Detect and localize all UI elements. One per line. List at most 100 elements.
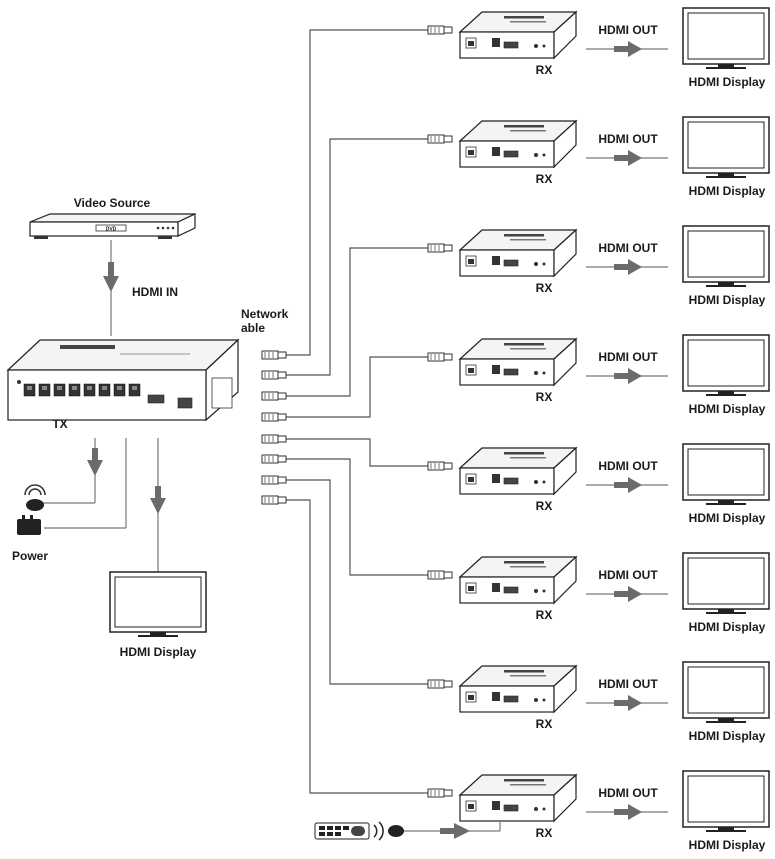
- hdmi-display-base: [706, 67, 746, 69]
- network-cable: [286, 499, 428, 794]
- rx-led: [492, 474, 500, 483]
- connector-plug: [277, 392, 287, 400]
- hdmi-display-label: HDMI Display: [689, 729, 766, 743]
- power-label: Power: [12, 549, 48, 563]
- rx-hdmi-port: [503, 150, 519, 158]
- rx-hdmi-port: [503, 477, 519, 485]
- rx-label: RX: [536, 63, 553, 77]
- connector-body: [427, 461, 445, 471]
- tx-label: TX: [52, 417, 67, 431]
- hdmi-display-screen: [687, 448, 765, 496]
- dvd-label: DVD: [106, 227, 117, 233]
- network-cable: [286, 356, 428, 418]
- rx-top-stripe: [510, 130, 546, 132]
- video-source-label: Video Source: [74, 196, 151, 210]
- rx-label: RX: [536, 281, 553, 295]
- rx-hdmi-port: [503, 804, 519, 812]
- rx-indicator: [542, 589, 546, 593]
- tx-cable-connector: [261, 495, 287, 505]
- rx-top-stripe: [504, 452, 544, 455]
- hdmi-display-base: [706, 176, 746, 178]
- hdmi-out-arrow-head: [628, 259, 642, 275]
- connector-body: [427, 134, 445, 144]
- tx-cable-connector: [261, 412, 287, 422]
- hdmi-display-base: [706, 503, 746, 505]
- hdmi-out-label: HDMI OUT: [598, 677, 658, 691]
- rx-label: RX: [536, 717, 553, 731]
- ir-signal-icon: [373, 821, 384, 841]
- rx-port-jack: [468, 586, 474, 591]
- hdmi-out-arrow-shaft: [614, 46, 628, 52]
- connector-body: [261, 454, 279, 464]
- connector-plug: [277, 371, 287, 379]
- hdmi-out-arrow-head: [628, 150, 642, 166]
- rx-top-stripe: [510, 675, 546, 677]
- network-cable: [286, 458, 428, 576]
- rx-indicator: [534, 153, 538, 157]
- ir-extender-icon: [388, 820, 501, 839]
- connector-body: [261, 475, 279, 485]
- hdmi-display-label: HDMI Display: [689, 75, 766, 89]
- hdmi-display-screen: [687, 339, 765, 387]
- tx-cable-connector: [261, 370, 287, 380]
- connector-plug: [277, 455, 287, 463]
- hdmi-display-label: HDMI Display: [689, 511, 766, 525]
- hdmi-display-screen: [687, 557, 765, 605]
- connector-body: [261, 412, 279, 422]
- hdmi-out-label: HDMI OUT: [598, 241, 658, 255]
- local-hdmi-display-label: HDMI Display: [120, 645, 197, 659]
- hdmi-display-base: [706, 721, 746, 723]
- connector-plug: [277, 435, 287, 443]
- rx-cable-connector: [427, 352, 453, 362]
- connector-body: [427, 352, 445, 362]
- rx-label: RX: [536, 608, 553, 622]
- hdmi-display-label: HDMI Display: [689, 184, 766, 198]
- network-cable-label-line1: Network: [241, 307, 289, 321]
- network-cable: [286, 438, 428, 467]
- hdmi-out-arrow-shaft: [614, 482, 628, 488]
- connector-body: [261, 391, 279, 401]
- hdmi-out-arrow-shaft: [614, 700, 628, 706]
- rx-led: [492, 801, 500, 810]
- connector-plug: [277, 413, 287, 421]
- rx-side: [553, 119, 577, 169]
- rx-indicator: [534, 589, 538, 593]
- hdmi-display-label: HDMI Display: [689, 402, 766, 416]
- network-cable-label-line2: able: [241, 321, 265, 335]
- rx-side: [553, 773, 577, 823]
- hdmi-out-arrow-shaft: [614, 809, 628, 815]
- hdmi-out-label: HDMI OUT: [598, 23, 658, 37]
- connector-body: [427, 788, 445, 798]
- rx-indicator: [542, 698, 546, 702]
- rx-port-jack: [468, 259, 474, 264]
- tx-port-pin: [72, 386, 77, 390]
- hdmi-display-neck: [718, 609, 734, 612]
- rx-side: [553, 664, 577, 714]
- network-cable: [286, 29, 428, 356]
- hdmi-display-neck: [718, 391, 734, 394]
- rx-cable-connector: [427, 243, 453, 253]
- connector-body: [427, 243, 445, 253]
- rx-cable-connector: [427, 25, 453, 35]
- hdmi-out-arrow-shaft: [614, 155, 628, 161]
- rx-hdmi-port: [503, 586, 519, 594]
- tx-port-pin: [42, 386, 47, 390]
- hdmi-display-base: [706, 830, 746, 832]
- hdmi-display-neck: [718, 718, 734, 721]
- rx-top-stripe: [504, 779, 544, 782]
- hdmi-display-screen: [687, 775, 765, 823]
- rx-side: [553, 555, 577, 605]
- rx-indicator: [534, 807, 538, 811]
- rx-side: [553, 337, 577, 387]
- rx-top-stripe: [510, 348, 546, 350]
- rx-top-stripe: [510, 21, 546, 23]
- connector-body: [261, 370, 279, 380]
- tx-port-pin: [132, 386, 137, 390]
- connector-plug: [443, 244, 453, 252]
- tx-cable-connector: [261, 391, 287, 401]
- tx-network-ports: [23, 383, 141, 397]
- connector-body: [427, 679, 445, 689]
- connector-plug: [277, 476, 287, 484]
